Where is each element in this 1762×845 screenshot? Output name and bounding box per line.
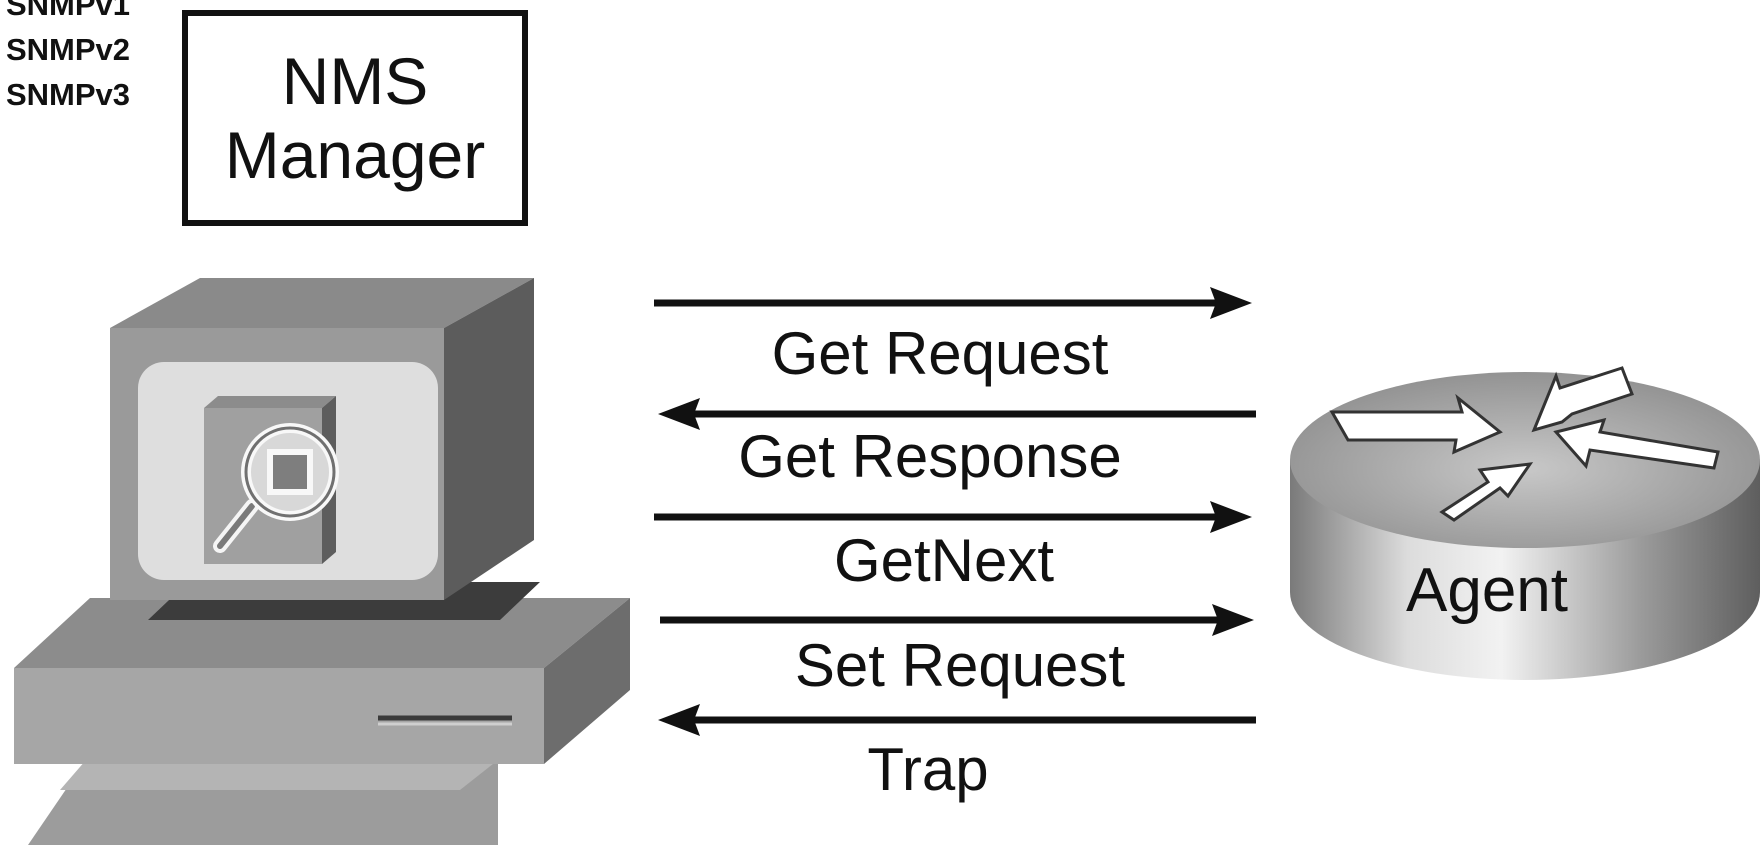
nms-manager-line2: Manager xyxy=(224,118,486,192)
router-icon: Agent xyxy=(1290,366,1760,680)
computer-workstation-icon xyxy=(14,278,630,845)
message-getnext: GetNext xyxy=(834,527,1054,594)
agent-label: Agent xyxy=(1406,556,1568,625)
message-arrows: Get Request Get Response GetNext Set Req… xyxy=(654,287,1256,803)
snmp-version-v3: SNMPv3 xyxy=(5,77,130,112)
nms-manager-line1: NMS xyxy=(281,44,429,118)
message-trap: Trap xyxy=(867,736,988,803)
message-get-request: Get Request xyxy=(772,320,1109,387)
message-get-response: Get Response xyxy=(738,423,1122,490)
message-set-request: Set Request xyxy=(795,632,1126,699)
nms-manager-box: NMS Manager xyxy=(182,10,528,226)
snmp-version-v2: SNMPv2 xyxy=(5,32,130,67)
snmp-version-list: SNMPv1 SNMPv2 SNMPv3 xyxy=(0,0,130,117)
snmp-version-v1: SNMPv1 xyxy=(5,0,130,22)
